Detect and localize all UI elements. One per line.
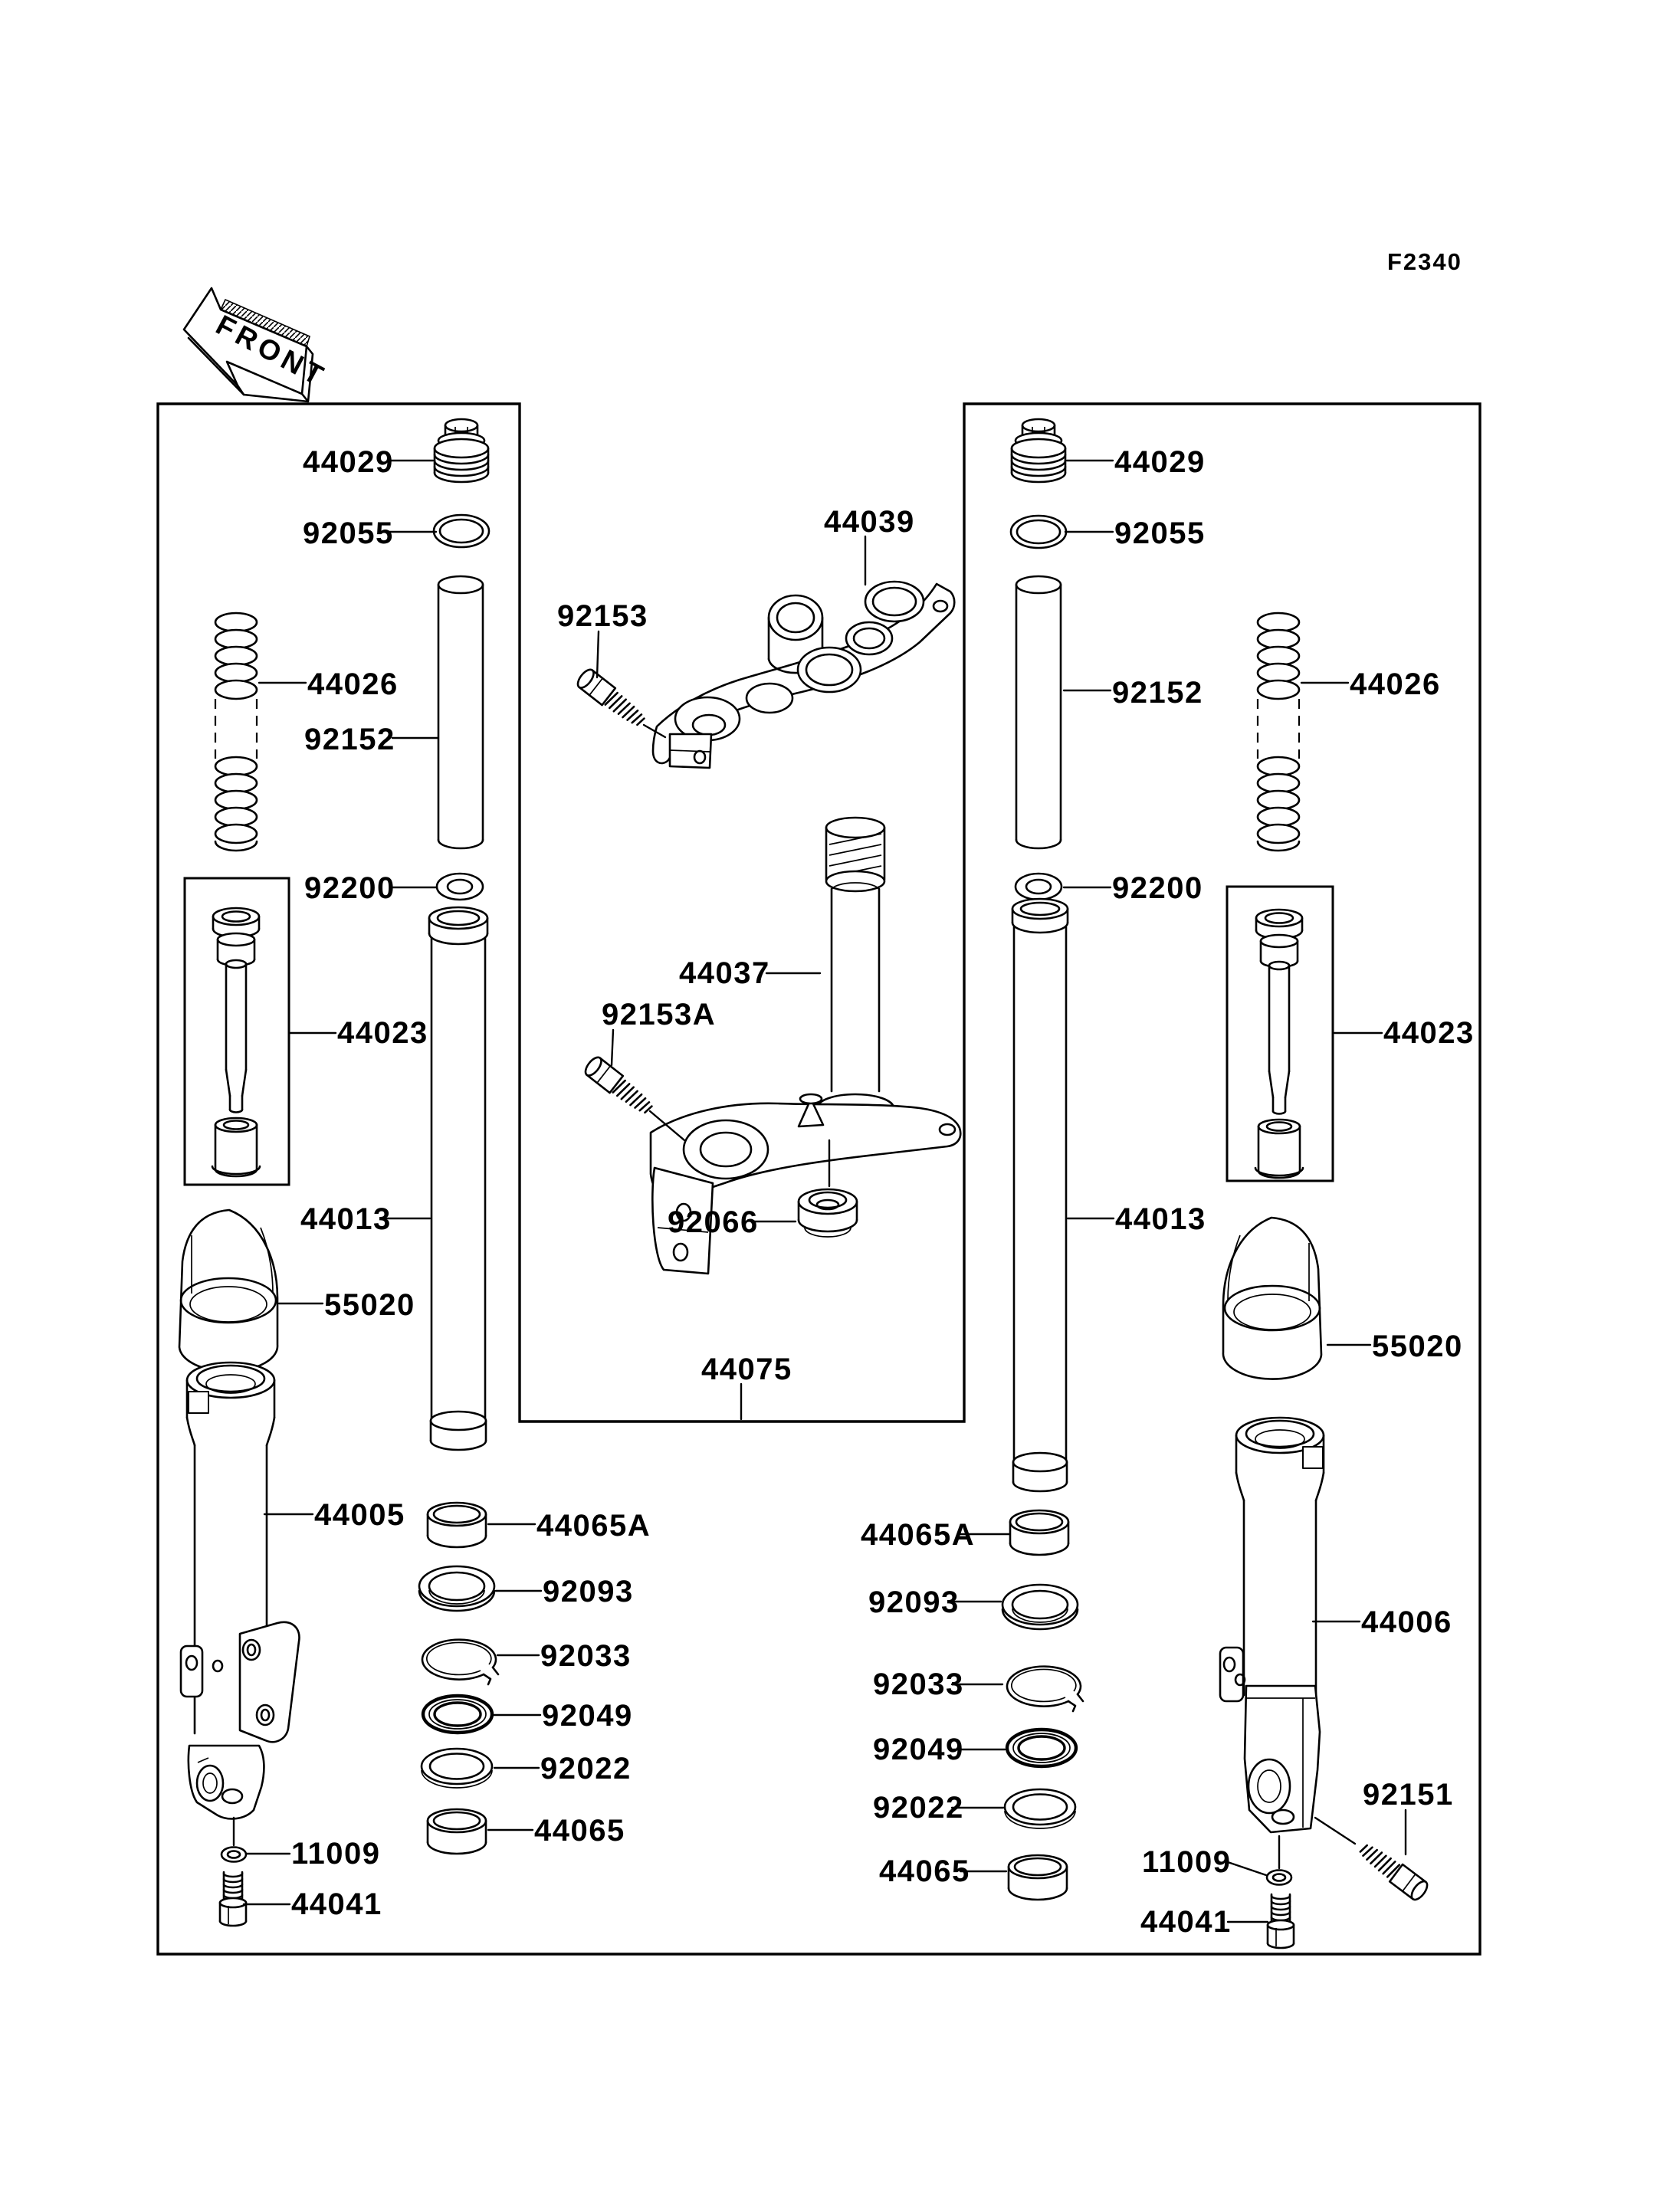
part-clamp-bolt-right-92151 [1355, 1838, 1432, 1904]
part-oil-seal-right-92049 [1007, 1730, 1076, 1766]
part-bottom-bolt-right-44041 [1266, 1893, 1295, 1949]
callout-right-oil-seal: 92049 [873, 1733, 964, 1766]
part-retaining-ring-left-92033 [421, 1638, 500, 1686]
callout-right-flat-washer: 92022 [873, 1791, 964, 1825]
callout-right-top-plug: 44029 [1114, 445, 1206, 479]
part-fork-spring-left-44026 [214, 612, 258, 852]
part-retaining-ring-right-92033 [1006, 1665, 1084, 1713]
callout-right-damper-unit: 44023 [1383, 1016, 1475, 1050]
part-washer-left-92200 [435, 872, 484, 901]
callout-right-lower-bushing: 44065 [879, 1854, 970, 1888]
part-guard-left-55020 [178, 1208, 279, 1372]
callout-right-clamp-bolt: 92151 [1363, 1778, 1454, 1812]
part-spacer-tube-left-92152 [437, 575, 484, 850]
part-spacer-tube-right-92152 [1015, 575, 1062, 850]
callout-mid-steering-stem: 44037 [679, 956, 770, 990]
callout-right-inner-tube: 44013 [1115, 1202, 1206, 1236]
callout-right-upper-bushing: 44065A [861, 1518, 975, 1552]
part-top-plug-left-44029 [433, 418, 490, 484]
part-flat-washer-left-92022 [420, 1747, 494, 1789]
part-upper-bushing-left-44065A [426, 1501, 487, 1549]
part-oil-seal-left-92049 [423, 1696, 492, 1733]
callout-right-spacer-tube: 92152 [1112, 676, 1203, 710]
part-lower-bushing-right-44065 [1007, 1854, 1068, 1901]
callout-right-fork-spring: 44026 [1350, 667, 1441, 701]
part-lock-washer-left-11009 [220, 1846, 248, 1863]
callout-left-oil-seal: 92049 [542, 1699, 633, 1733]
callout-left-lower-bushing: 44065 [534, 1814, 625, 1848]
part-flat-washer-right-92022 [1003, 1788, 1077, 1830]
callout-left-washer: 92200 [304, 871, 395, 905]
callout-left-flat-washer: 92022 [540, 1752, 632, 1785]
callout-right-guard: 55020 [1372, 1330, 1463, 1363]
part-oring-right-92055 [1009, 514, 1068, 549]
front-direction-arrow: FRONT [182, 287, 332, 403]
part-outer-tube-left-44005 [179, 1361, 300, 1820]
callout-left-retaining-ring: 92033 [540, 1639, 632, 1673]
callout-left-damper-unit: 44023 [337, 1016, 428, 1050]
callout-left-fork-spring: 44026 [307, 667, 399, 701]
callout-right-bottom-bolt: 44041 [1140, 1905, 1232, 1939]
callout-left-inner-tube: 44013 [300, 1202, 392, 1236]
part-inner-tube-left-44013 [428, 906, 489, 1451]
callout-left-guard: 55020 [324, 1288, 415, 1322]
callout-right-outer-tube: 44006 [1361, 1605, 1452, 1639]
leader-lines [232, 459, 1407, 1923]
callout-left-outer-tube: 44005 [314, 1498, 405, 1532]
part-damper-right-44023 [1254, 908, 1304, 1179]
right-seal-stack [1001, 1509, 1084, 1901]
part-fork-spring-right-44026 [1256, 612, 1301, 852]
part-lock-washer-right-11009 [1265, 1869, 1293, 1886]
callout-left-bottom-bolt: 44041 [291, 1887, 382, 1921]
callout-left-spacer-tube: 92152 [304, 723, 395, 756]
callout-right-o-ring: 92055 [1114, 516, 1206, 550]
callout-right-retaining-ring: 92033 [873, 1667, 964, 1701]
part-lower-bushing-left-44065 [426, 1808, 487, 1855]
callout-right-seal-spacer: 92093 [868, 1585, 960, 1619]
part-inner-tube-right-44013 [1011, 897, 1069, 1493]
callout-mid-head-seal-cap: 92066 [668, 1205, 759, 1239]
callout-right-lock-washer: 11009 [1142, 1845, 1232, 1879]
callout-mid-upper-clamp-bolt: 92153 [557, 599, 648, 633]
callout-left-lock-washer: 11009 [291, 1837, 381, 1871]
part-seal-spacer-right-92093 [1001, 1583, 1079, 1631]
callout-left-seal-spacer: 92093 [543, 1575, 634, 1608]
part-oring-left-92055 [432, 513, 491, 549]
part-outer-tube-right-44006 [1219, 1416, 1325, 1834]
part-bottom-bolt-left-44041 [218, 1871, 248, 1927]
callout-left-o-ring: 92055 [303, 516, 394, 550]
part-stem-head-44039 [651, 580, 956, 769]
damper-subbox-right [1226, 885, 1334, 1182]
part-top-plug-right-44029 [1010, 418, 1067, 484]
part-head-seal-cap-92066 [797, 1188, 858, 1238]
callout-left-top-plug: 44029 [303, 445, 394, 479]
callout-right-washer: 92200 [1112, 871, 1203, 905]
callout-mid-lower-clamp-bolt: 92153A [602, 998, 716, 1031]
callout-mid-fork-assembly: 44075 [701, 1353, 792, 1386]
part-clamp-bolt-92153 [573, 666, 649, 732]
part-upper-bushing-right-44065A [1009, 1509, 1070, 1556]
left-seal-stack [418, 1501, 500, 1855]
damper-subbox-left [183, 877, 290, 1186]
assembly-boundary [156, 402, 1481, 1956]
part-clamp-bolt-92153A [581, 1054, 657, 1120]
part-seal-spacer-left-92093 [418, 1565, 496, 1612]
callout-left-upper-bushing: 44065A [536, 1509, 651, 1543]
part-guard-right-55020 [1222, 1216, 1323, 1380]
part-steering-stem-44037 [649, 816, 962, 1275]
part-damper-left-44023 [211, 907, 261, 1178]
callout-mid-stem-head: 44039 [824, 505, 915, 539]
part-washer-right-92200 [1014, 872, 1063, 901]
figure-code: F2340 [1387, 248, 1462, 275]
callout-labels: 44029 92055 44026 92152 92200 44023 4401… [291, 445, 1475, 1939]
